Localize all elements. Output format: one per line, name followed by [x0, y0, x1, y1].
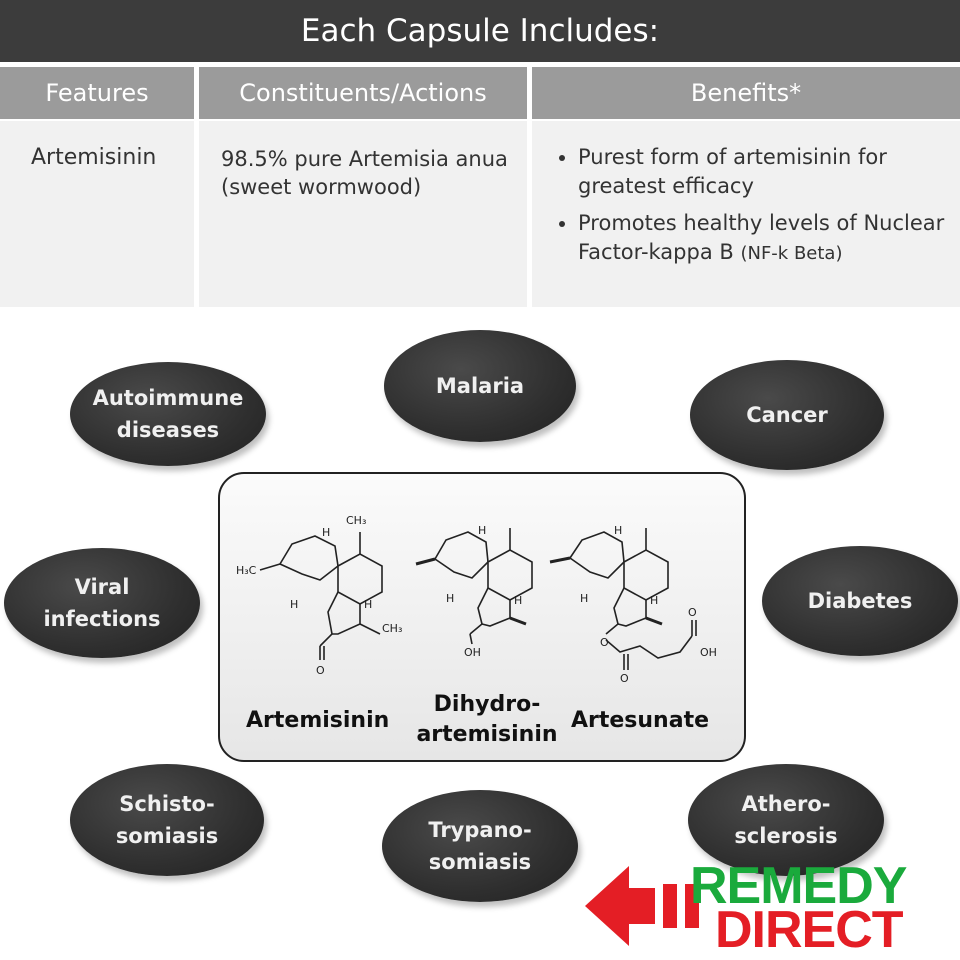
constituent-text: 98.5% pure Artemisia anua (sweet wormwoo…	[221, 147, 508, 199]
atom-label: H	[446, 592, 454, 605]
artemisinin-structure	[259, 532, 383, 660]
dihydroartemisinin-structure	[415, 528, 533, 645]
atom-label: O	[316, 664, 325, 677]
atom-label: O	[600, 636, 609, 649]
atom-label: H	[580, 592, 588, 605]
benefits-list: Purest form of artemisinin for greatest …	[556, 143, 948, 276]
condition-oval-autoimmune: Autoimmune diseases	[70, 362, 266, 466]
atom-label: H	[364, 598, 372, 611]
atom-label: O	[620, 672, 629, 685]
column-header-label: Constituents/Actions	[239, 79, 487, 107]
condition-oval-viral: Viral infections	[4, 548, 200, 658]
condition-label: Athero- sclerosis	[734, 792, 838, 848]
column-header-constituents: Constituents/Actions	[199, 67, 527, 119]
atom-label: H	[478, 524, 486, 537]
condition-oval-schistosomiasis: Schisto- somiasis	[70, 764, 264, 876]
logo-text-direct: DIRECT	[715, 901, 904, 959]
list-item: Purest form of artemisinin for greatest …	[578, 143, 948, 201]
condition-oval-atherosclerosis: Athero- sclerosis	[688, 764, 884, 876]
page-title-bar: Each Capsule Includes:	[0, 0, 960, 62]
atom-label: CH₃	[382, 622, 402, 635]
condition-oval-malaria: Malaria	[384, 330, 576, 442]
molecule-label-artemisinin: Artemisinin	[246, 708, 390, 733]
molecule-panel: CH₃ H₃C H H H CH₃ O H H H OH	[218, 472, 746, 762]
atom-label: H	[290, 598, 298, 611]
table-cell-feature: Artemisinin	[0, 121, 194, 307]
table-cell-benefits: Purest form of artemisinin for greatest …	[532, 121, 960, 307]
atom-label: OH	[464, 646, 481, 659]
atom-label: H	[650, 594, 658, 607]
table-cell-constituent: 98.5% pure Artemisia anua (sweet wormwoo…	[199, 121, 527, 307]
benefit-text: Purest form of artemisinin for greatest …	[578, 145, 887, 198]
list-item: Promotes healthy levels of Nuclear Facto…	[578, 209, 948, 268]
atom-label: CH₃	[346, 514, 366, 527]
arrow-logo-icon	[585, 866, 699, 946]
atom-label: H	[322, 526, 330, 539]
atom-label: OH	[700, 646, 717, 659]
feature-name: Artemisinin	[31, 145, 157, 170]
artesunate-atom-labels: H H H O O O OH	[580, 524, 717, 685]
condition-oval-cancer: Cancer	[690, 360, 884, 470]
molecule-label-artesunate: Artesunate	[570, 708, 709, 733]
column-header-benefits: Benefits*	[532, 67, 960, 119]
condition-label: Malaria	[435, 374, 525, 398]
atom-label: O	[688, 606, 697, 619]
condition-label: Autoimmune diseases	[92, 386, 244, 442]
atom-label: H₃C	[236, 564, 257, 577]
atom-label: H	[514, 594, 522, 607]
column-header-features: Features	[0, 67, 194, 119]
condition-oval-trypanosomiasis: Trypano- somiasis	[382, 790, 578, 902]
condition-label: Viral infections	[43, 575, 161, 631]
benefit-text: Promotes healthy levels of Nuclear Facto…	[578, 211, 945, 264]
artemisinin-atom-labels: CH₃ H₃C H H H CH₃ O	[236, 514, 402, 677]
remedy-direct-logo: REMEDY DIRECT	[585, 857, 955, 959]
molecule-label-dihydroartemisinin: Dihydro- artemisinin	[416, 692, 558, 747]
column-header-label: Benefits*	[690, 79, 802, 107]
benefit-note: (NF-k Beta)	[740, 243, 843, 264]
logo-text-remedy: REMEDY	[690, 857, 907, 915]
condition-label: Schisto- somiasis	[115, 792, 219, 848]
artesunate-structure	[549, 528, 697, 670]
page-title: Each Capsule Includes:	[300, 13, 660, 49]
atom-label: H	[614, 524, 622, 537]
condition-label: Trypano- somiasis	[428, 818, 532, 874]
condition-oval-diabetes: Diabetes	[762, 546, 958, 656]
column-header-label: Features	[45, 79, 149, 107]
dihydroartemisinin-atom-labels: H H H OH	[446, 524, 522, 659]
condition-label: Cancer	[746, 403, 828, 427]
condition-label: Diabetes	[807, 589, 913, 613]
molecule-structures: CH₃ H₃C H H H CH₃ O H H H OH	[236, 514, 717, 685]
